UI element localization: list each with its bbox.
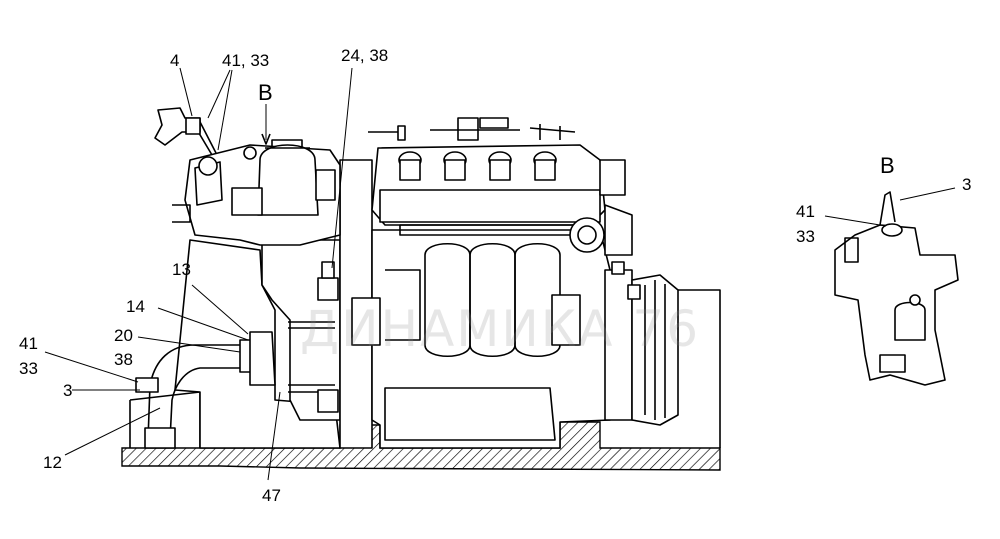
pulley-assembly [604, 261, 721, 448]
callout-12: 12 [43, 453, 62, 472]
callout-14: 14 [126, 297, 145, 316]
callout-13: 13 [172, 260, 191, 279]
callout-20: 20 [114, 326, 133, 345]
side-view-b [834, 191, 959, 386]
view-b-marker-main: В [258, 80, 273, 105]
callout-4: 4 [170, 51, 180, 70]
housing-bolts [288, 261, 339, 413]
engine-block [351, 229, 611, 449]
callout-38: 38 [114, 350, 133, 369]
callout-33-right: 33 [796, 227, 815, 246]
callout-24-38: 24, 38 [341, 46, 389, 65]
callout-41-right: 41 [796, 202, 815, 221]
spark-plugs [398, 151, 557, 181]
callout-3-right: 3 [962, 175, 972, 194]
callout-41-left: 41 [19, 334, 38, 353]
leader-lines [44, 67, 956, 481]
callout-41-33-top: 41, 33 [222, 51, 270, 70]
callout-33-left: 33 [19, 359, 38, 378]
cylinder-head [368, 117, 633, 256]
callout-3-left: 3 [63, 381, 73, 400]
view-b-marker-side: В [880, 153, 895, 178]
carburetor [154, 107, 341, 246]
callout-47: 47 [262, 486, 281, 505]
